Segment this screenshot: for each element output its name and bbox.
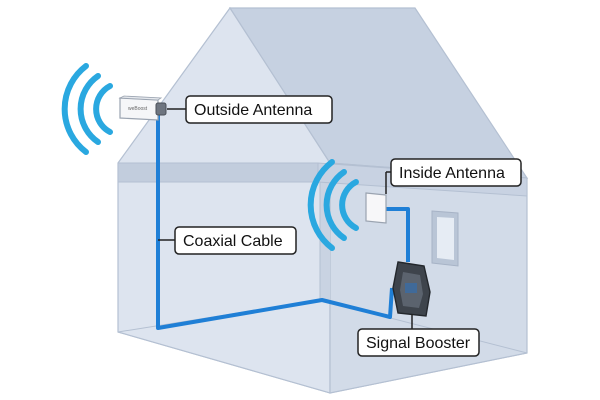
- coaxial-cable-label: Coaxial Cable: [183, 233, 283, 250]
- outside-signal-waves-icon: [61, 63, 113, 155]
- signal-booster-label: Signal Booster: [366, 335, 471, 352]
- device-brand-label: weBoost: [128, 106, 148, 112]
- coaxial-cable-callout: Coaxial Cable: [158, 226, 297, 255]
- inside-signal-waves-icon: [307, 159, 359, 251]
- house-ceiling: [117, 162, 319, 183]
- outside-antenna-icon: weBoost: [118, 95, 167, 121]
- inside-antenna-callout: Inside Antenna: [385, 158, 522, 194]
- outside-antenna-callout: Outside Antenna: [167, 95, 333, 124]
- outside-antenna-label: Outside Antenna: [194, 102, 312, 119]
- coaxial-cable-line: [156, 113, 394, 330]
- inside-antenna-label: Inside Antenna: [399, 165, 505, 182]
- window: [431, 210, 459, 267]
- signal-booster-callout: Signal Booster: [357, 314, 480, 357]
- signal-booster-icon: [392, 261, 431, 317]
- coaxial-cable-inside-line: [386, 207, 410, 262]
- inside-antenna-icon: [365, 192, 387, 224]
- house-right-wall: [329, 162, 528, 394]
